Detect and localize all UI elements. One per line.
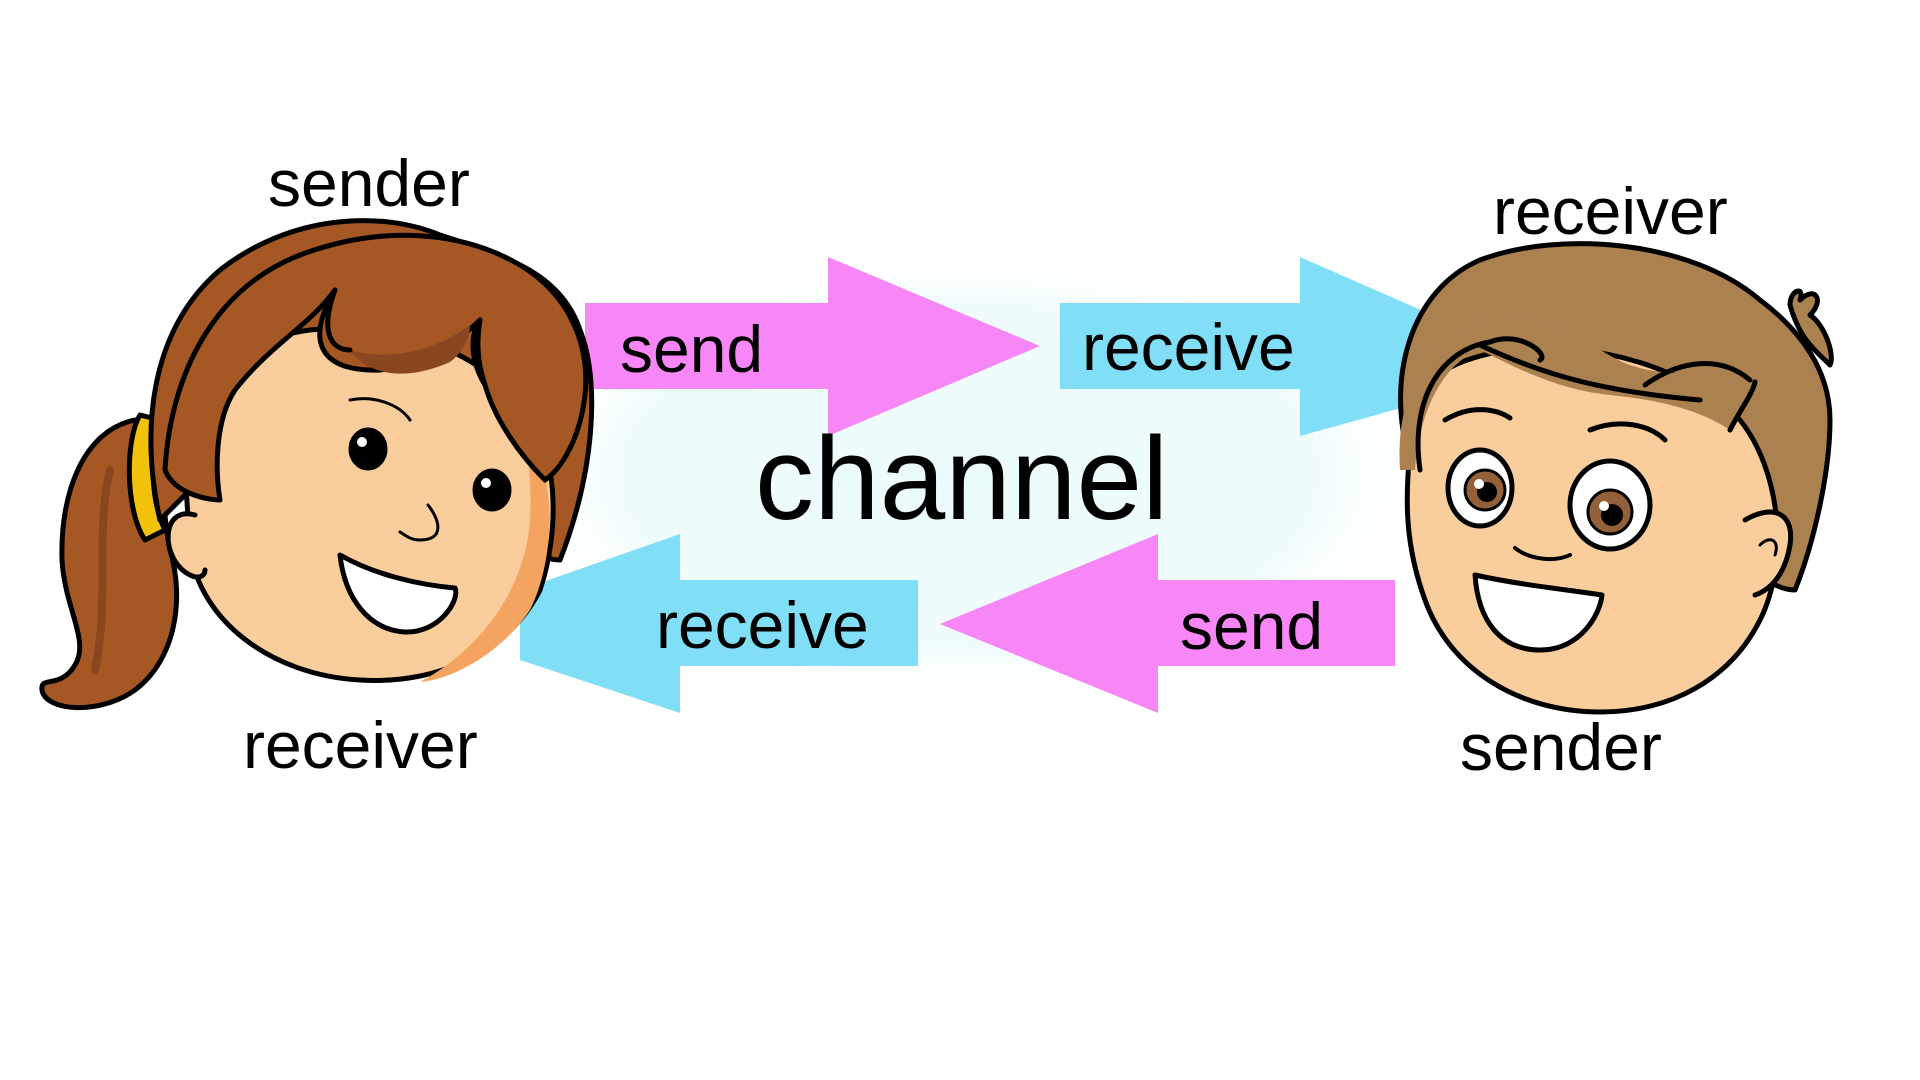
receive-label-bottom: receive: [656, 592, 869, 658]
left-bottom-role-label: receiver: [243, 712, 478, 778]
boy-receiver-sender-illustration: [1400, 244, 1832, 712]
send-label-top: send: [620, 316, 763, 382]
right-bottom-role-label: sender: [1460, 714, 1662, 780]
girl-sender-receiver-illustration: [42, 221, 592, 708]
girl-eye-left: [351, 430, 385, 468]
channel-label: channel: [755, 420, 1168, 538]
receive-label-top: receive: [1082, 314, 1295, 380]
left-top-role-label: sender: [268, 150, 470, 216]
girl-eye-right: [475, 471, 509, 509]
right-top-role-label: receiver: [1493, 178, 1728, 244]
send-label-bottom: send: [1180, 593, 1323, 659]
